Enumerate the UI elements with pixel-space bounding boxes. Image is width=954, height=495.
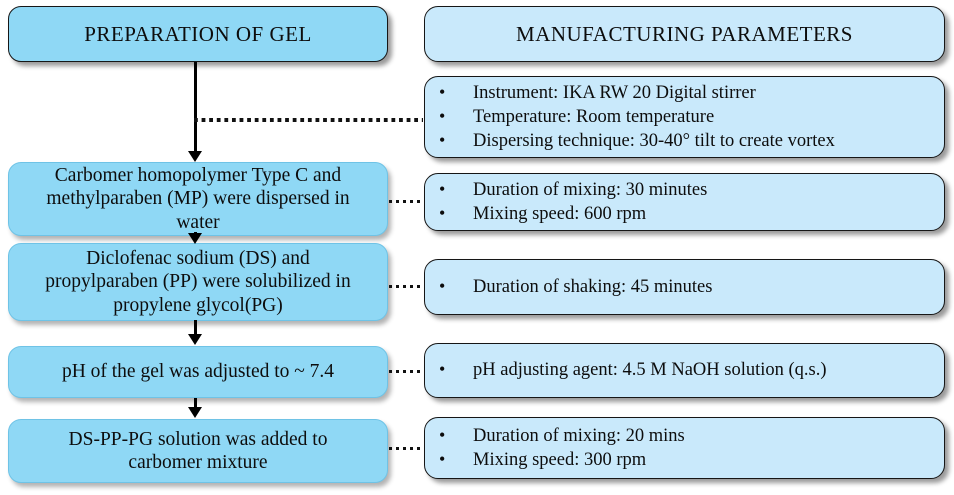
header-manufacturing-parameters: MANUFACTURING PARAMETERS [424, 6, 945, 62]
bullet-dot-icon: • [439, 359, 446, 380]
parameters-box-0: • Instrument: IKA RW 20 Digital stirrer … [424, 76, 945, 158]
flow-arrow-line-header-to-step1 [194, 62, 198, 154]
process-step-3: pH of the gel was adjusted to ~ 7.4 [8, 346, 388, 398]
header-manufacturing-parameters-label: MANUFACTURING PARAMETERS [516, 21, 853, 46]
process-step-1-label: Carbomer homopolymer Type C and methylpa… [46, 165, 350, 233]
bullet-item: • pH adjusting agent: 4.5 M NaOH solutio… [439, 358, 944, 382]
bullet-text: Instrument: IKA RW 20 Digital stirrer [473, 82, 756, 103]
bullet-item: • Duration of mixing: 20 mins [439, 424, 944, 448]
parameters-box-3: • pH adjusting agent: 4.5 M NaOH solutio… [424, 343, 945, 398]
parameters-box-1-list: • Duration of mixing: 30 minutes • Mixin… [425, 174, 944, 230]
bullet-dot-icon: • [439, 178, 446, 199]
bullet-text: Mixing speed: 300 rpm [473, 450, 647, 470]
bullet-item: • Duration of shaking: 45 minutes [439, 275, 944, 299]
dotted-connector-3 [389, 370, 423, 373]
flow-arrow-head-step2-to-step3 [188, 334, 202, 345]
bullet-text: Duration of shaking: 45 minutes [473, 276, 713, 297]
bullet-dot-icon: • [439, 81, 446, 102]
bullet-item: • Mixing speed: 600 rpm [439, 202, 944, 226]
parameters-box-4-list: • Duration of mixing: 20 mins • Mixing s… [425, 418, 944, 478]
parameters-box-0-list: • Instrument: IKA RW 20 Digital stirrer … [425, 77, 944, 157]
bullet-item: • Instrument: IKA RW 20 Digital stirrer [439, 81, 944, 105]
bullet-dot-icon: • [439, 203, 446, 223]
process-step-2: Diclofenac sodium (DS) and propylparaben… [8, 243, 388, 321]
bullet-item: • Mixing speed: 300 rpm [439, 448, 944, 472]
bullet-item: • Duration of mixing: 30 minutes [439, 178, 944, 202]
bullet-dot-icon: • [439, 275, 446, 296]
process-step-4-label: DS-PP-PG solution was added to carbomer … [68, 428, 328, 473]
dotted-connector-0 [194, 118, 423, 122]
process-step-4: DS-PP-PG solution was added to carbomer … [8, 419, 388, 483]
bullet-text: Duration of mixing: 30 minutes [473, 179, 708, 200]
parameters-box-4: • Duration of mixing: 20 mins • Mixing s… [424, 417, 945, 479]
bullet-text: Mixing speed: 600 rpm [473, 204, 647, 224]
header-preparation-of-gel-label: PREPARATION OF GEL [84, 21, 312, 46]
dotted-connector-1 [389, 200, 423, 203]
bullet-item: • Temperature: Room temperature [439, 105, 944, 129]
bullet-text: Duration of mixing: 20 mins [473, 425, 685, 446]
bullet-dot-icon: • [439, 130, 446, 151]
bullet-dot-icon: • [439, 449, 446, 469]
process-step-1: Carbomer homopolymer Type C and methylpa… [8, 162, 388, 236]
dotted-connector-2 [389, 285, 423, 288]
bullet-dot-icon: • [439, 105, 446, 126]
flow-arrow-line-step2-to-step3 [194, 320, 198, 338]
flow-arrow-head-header-to-step1 [188, 151, 202, 162]
flow-arrow-head-step1-to-step2 [188, 233, 202, 244]
bullet-text: Temperature: Room temperature [473, 106, 715, 127]
parameters-box-2-list: • Duration of shaking: 45 minutes [425, 260, 944, 314]
flow-arrow-head-step3-to-step4 [188, 407, 202, 418]
bullet-text: pH adjusting agent: 4.5 M NaOH solution … [473, 360, 827, 381]
dotted-connector-4 [389, 447, 423, 450]
parameters-box-2: • Duration of shaking: 45 minutes [424, 259, 945, 315]
bullet-item: • Dispersing technique: 30-40° tilt to c… [439, 129, 944, 153]
parameters-box-1: • Duration of mixing: 30 minutes • Mixin… [424, 173, 945, 231]
header-preparation-of-gel: PREPARATION OF GEL [8, 6, 388, 62]
parameters-box-3-list: • pH adjusting agent: 4.5 M NaOH solutio… [425, 344, 944, 397]
process-step-3-label: pH of the gel was adjusted to ~ 7.4 [61, 361, 335, 383]
process-step-2-label: Diclofenac sodium (DS) and propylparaben… [45, 248, 351, 316]
bullet-text: Dispersing technique: 30-40° tilt to cre… [473, 131, 835, 152]
flow-arrow-line-step3-to-step4 [194, 398, 198, 412]
bullet-dot-icon: • [439, 424, 446, 445]
